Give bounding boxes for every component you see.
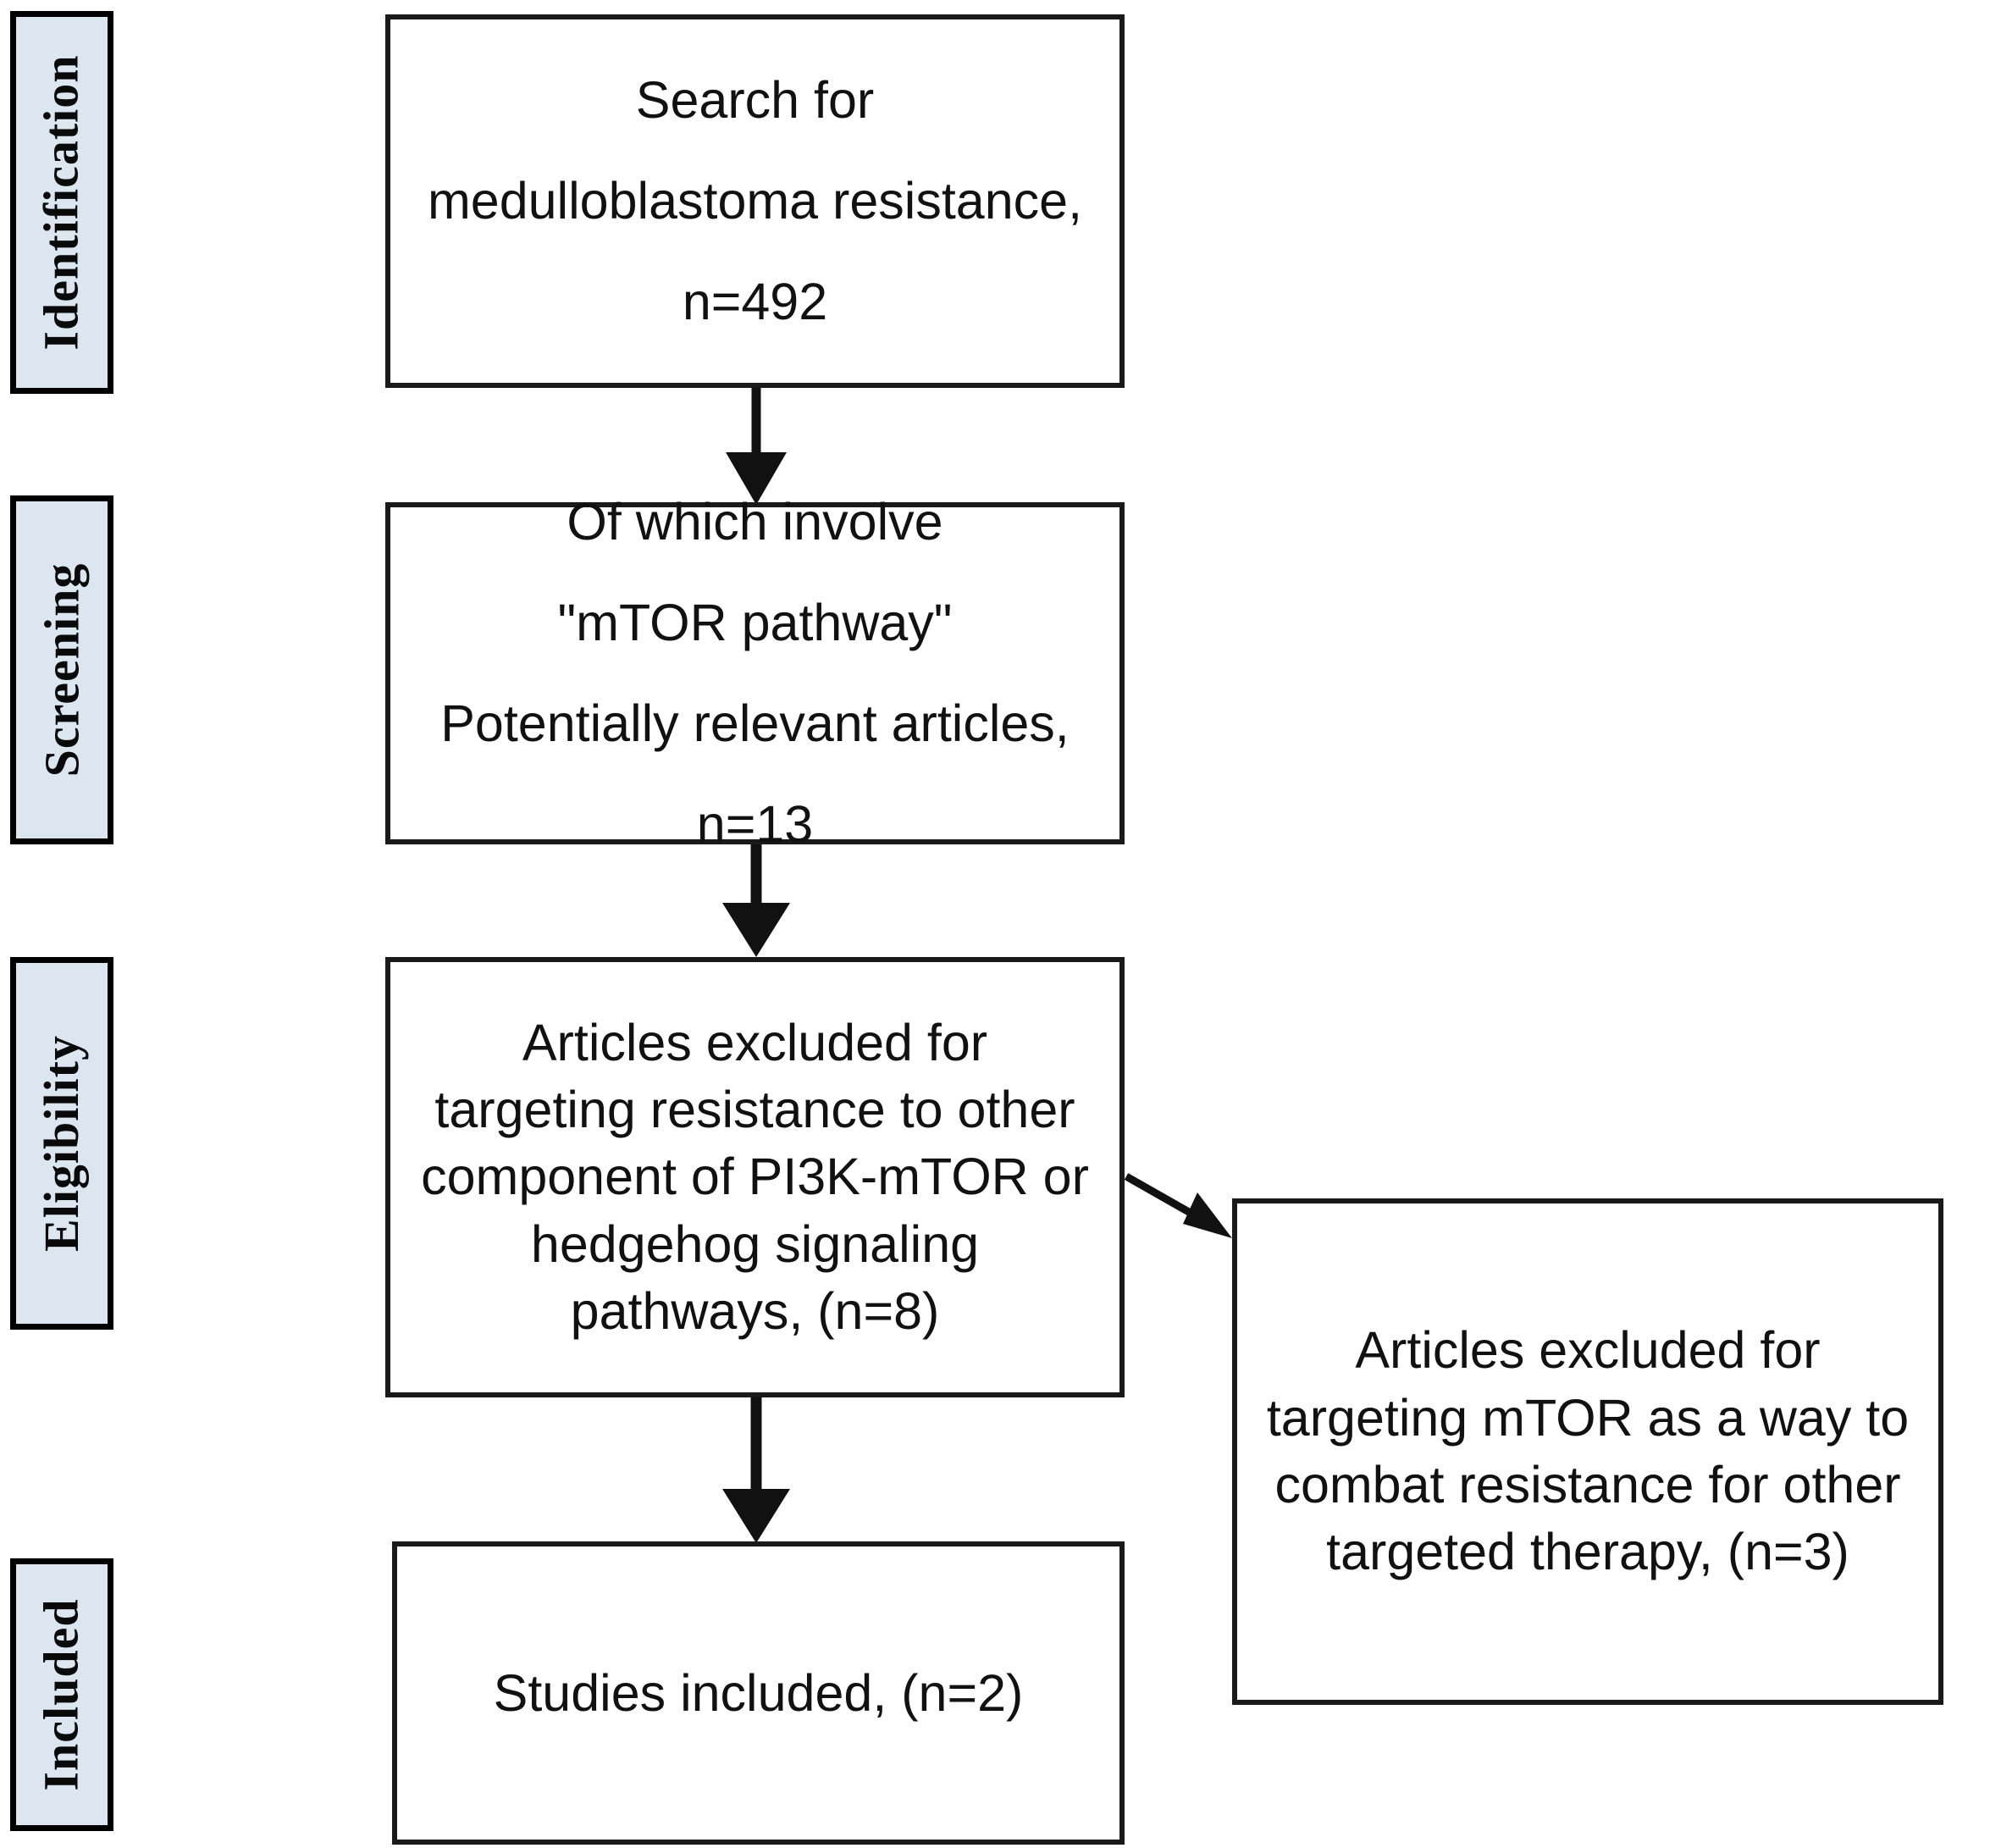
- flow-box-excluded-mtor-combat: Articles excluded for targeting mTOR as …: [1232, 1198, 1943, 1705]
- flow-box-studies-included-text: Studies included, (n=2): [493, 1663, 1024, 1722]
- stage-label-identification: Identification: [10, 11, 113, 394]
- flow-box-excluded-other-components-text: Articles excluded for targeting resistan…: [421, 1013, 1089, 1340]
- flow-box-excluded-other-components: Articles excluded for targeting resistan…: [385, 957, 1125, 1397]
- flow-box-screened: Of which involve "mTOR pathway" Potentia…: [385, 493, 1125, 853]
- flow-box-screened-text: Of which involve "mTOR pathway" Potentia…: [440, 493, 1070, 853]
- stage-label-included: Included: [10, 1558, 113, 1831]
- arrow-excluded-to-mtor-combat: [1124, 1173, 1232, 1238]
- stage-label-screening: Screening: [10, 495, 113, 844]
- stage-label-eligibility: Eligibility: [10, 957, 113, 1330]
- flow-box-search: Search for medulloblastoma resistance, n…: [385, 14, 1125, 388]
- stage-label-screening-text: Screening: [34, 562, 89, 777]
- flow-box-excluded-mtor-combat-text: Articles excluded for targeting mTOR as …: [1266, 1321, 1910, 1581]
- flow-box-studies-included: Studies included, (n=2): [392, 1541, 1125, 1845]
- flow-box-search-text: Search for medulloblastoma resistance, n…: [427, 71, 1083, 330]
- arrow-excluded-to-included: [722, 1397, 790, 1543]
- stage-label-eligibility-text: Eligibility: [34, 1035, 90, 1252]
- stage-label-identification-text: Identification: [34, 54, 89, 351]
- stage-label-included-text: Included: [34, 1598, 90, 1791]
